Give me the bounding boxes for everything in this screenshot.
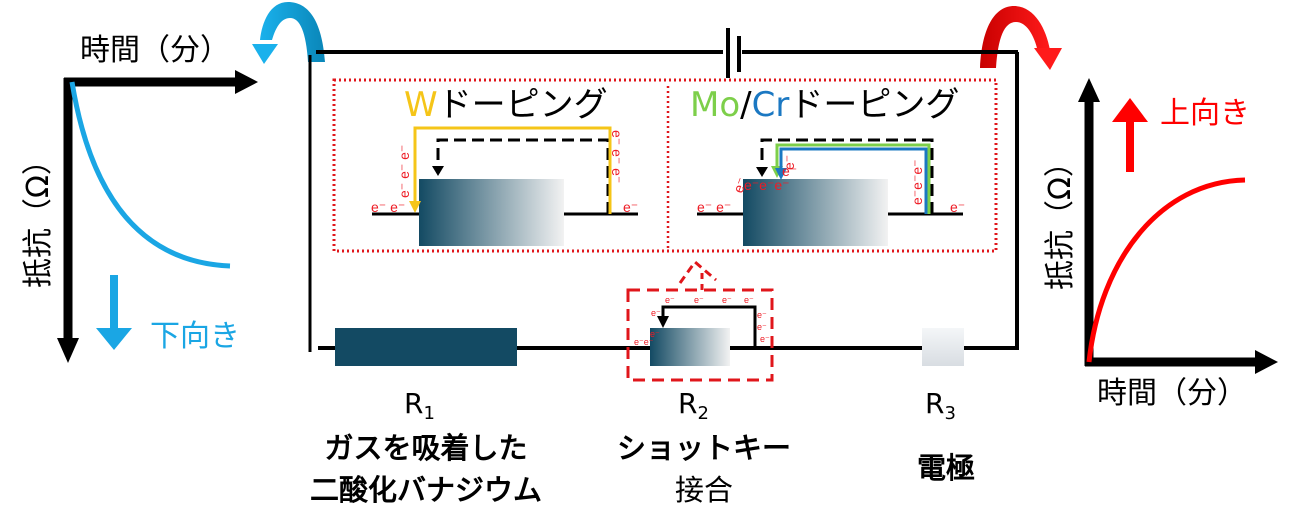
cr-doped-path: [779, 147, 928, 214]
r2-label: R2 ショットキー 接合: [617, 387, 791, 507]
r1-vanadium-dioxide-block: [335, 328, 517, 366]
svg-text:e⁻: e⁻: [730, 175, 750, 195]
right-graph-x-label: 時間（分）: [1097, 376, 1247, 411]
svg-text:e⁻e⁻e⁻: e⁻e⁻e⁻: [744, 177, 790, 193]
w-doping-title: Wドーピング: [404, 85, 608, 125]
right-graph-y-arrowhead: [1078, 78, 1100, 102]
left-graph-x-label: 時間（分）: [80, 33, 230, 68]
w-semiconductor-block: [419, 179, 564, 246]
svg-text:e⁻: e⁻: [665, 295, 675, 305]
mocr-electrons: e⁻ e⁻ e⁻ e⁻e⁻e⁻ e⁻ e⁻ e⁻ e⁻e⁻e⁻: [697, 155, 965, 215]
zoom-link-arrowhead: [678, 259, 717, 284]
w-doping-panel: Wドーピング e⁻ e⁻ e⁻ e⁻ e⁻ e⁻ e⁻ e⁻ e⁻: [371, 85, 638, 246]
svg-text:e⁻e⁻e⁻: e⁻e⁻e⁻: [909, 159, 925, 205]
svg-text:e⁻ e⁻ e⁻: e⁻ e⁻ e⁻: [609, 130, 625, 183]
r2-electron-path: [661, 305, 757, 348]
mo-doped-path: [775, 143, 931, 214]
svg-text:e⁻: e⁻: [757, 322, 767, 332]
svg-text:e⁻ e⁻ e⁻: e⁻ e⁻ e⁻: [396, 145, 412, 198]
cr-dopant-label: Cr: [752, 85, 790, 125]
r1-label: R1 ガスを吸着した 二酸化バナジウム: [310, 387, 542, 507]
w-doping-suffix: ドーピング: [438, 85, 608, 125]
right-trend-label: 上向き: [1160, 96, 1250, 131]
dopant-slash: /: [740, 85, 752, 125]
r3-desc-line1: 電極: [917, 451, 975, 485]
r2-desc-line2: 接合: [675, 473, 733, 507]
left-graph-y-label: 抵抗（Ω）: [21, 145, 56, 288]
svg-text:e⁻ e⁻: e⁻ e⁻: [697, 199, 731, 215]
left-trend-label: 下向き: [150, 319, 240, 354]
left-graph-y-arrowhead: [57, 338, 79, 363]
w-doped-arrowhead: [409, 201, 421, 213]
svg-text:e⁻: e⁻: [760, 334, 770, 344]
svg-text:e⁻: e⁻: [623, 199, 638, 215]
mocr-doping-suffix: ドーピング: [789, 85, 959, 125]
mocr-baseline-arrowhead: [756, 167, 768, 177]
mo-dopant-label: Mo: [690, 85, 740, 125]
right-graph-x-arrowhead: [1255, 350, 1278, 374]
w-dopant-label: W: [404, 85, 438, 125]
mocr-doping-title: Mo/Crドーピング: [690, 85, 959, 125]
right-graph-y-label: 抵抗（Ω）: [1043, 147, 1078, 290]
right-graph-curve: [1086, 177, 1246, 363]
r2-desc-line1: ショットキー: [617, 431, 791, 465]
svg-text:e⁻: e⁻: [744, 295, 754, 305]
r2-symbol: R2: [678, 387, 709, 424]
blue-arrowhead-icon: [252, 44, 278, 64]
blue-curved-arrow: [260, 2, 325, 62]
r1-symbol: R1: [404, 387, 435, 424]
svg-text:e⁻: e⁻: [650, 329, 660, 339]
w-electrons: e⁻ e⁻ e⁻ e⁻ e⁻ e⁻ e⁻ e⁻ e⁻: [371, 130, 638, 215]
svg-text:e⁻: e⁻: [782, 163, 797, 179]
svg-text:e⁻ e⁻: e⁻ e⁻: [371, 199, 405, 215]
r2-path-arrowhead: [657, 316, 669, 328]
r2-schottky-block: [650, 328, 730, 366]
mocr-doping-panel: Mo/Crドーピング e⁻ e⁻ e⁻ e⁻e⁻e⁻ e⁻ e⁻ e⁻ e⁻e⁻…: [690, 85, 965, 246]
w-doped-path: [413, 126, 612, 214]
svg-text:e⁻: e⁻: [694, 295, 704, 305]
doping-detail-box: [332, 78, 998, 253]
red-arrowhead-icon: [1034, 48, 1062, 70]
cr-doped-arrowhead: [775, 168, 787, 180]
r1-desc-line2: 二酸化バナジウム: [310, 473, 542, 507]
mocr-baseline-path: [760, 138, 934, 214]
left-graph-x-arrowhead: [235, 70, 258, 94]
svg-text:e⁻e⁻: e⁻e⁻: [634, 337, 654, 347]
w-baseline-arrowhead: [432, 166, 444, 176]
mocr-semiconductor-block: [743, 179, 888, 246]
r3-electrode-block: [922, 328, 964, 366]
arrow-up-icon: [1112, 98, 1148, 122]
circuit: e⁻ e⁻ e⁻ e⁻ e⁻ e⁻e⁻ e⁻ e⁻ e⁻ e⁻: [308, 28, 1019, 382]
svg-text:e⁻: e⁻: [781, 155, 797, 170]
svg-text:e⁻: e⁻: [651, 308, 661, 318]
r1-desc-line1: ガスを吸着した: [324, 431, 527, 465]
w-baseline-path: [436, 138, 610, 214]
left-graph: 時間（分） 抵抗（Ω） 下向き: [21, 33, 258, 363]
svg-text:e⁻: e⁻: [950, 199, 965, 215]
r2-highlight-box: [626, 288, 774, 382]
r3-symbol: R3: [925, 387, 956, 424]
left-graph-curve: [69, 81, 231, 269]
right-graph: 抵抗（Ω） 時間（分） 上向き: [1043, 78, 1278, 411]
svg-text:e⁻: e⁻: [757, 310, 767, 320]
r3-label: R3 電極: [917, 387, 975, 485]
arrow-down-icon: [96, 328, 132, 350]
svg-text:e⁻: e⁻: [722, 295, 732, 305]
r2-electrons: e⁻ e⁻ e⁻ e⁻ e⁻ e⁻e⁻ e⁻ e⁻ e⁻ e⁻: [634, 295, 770, 347]
